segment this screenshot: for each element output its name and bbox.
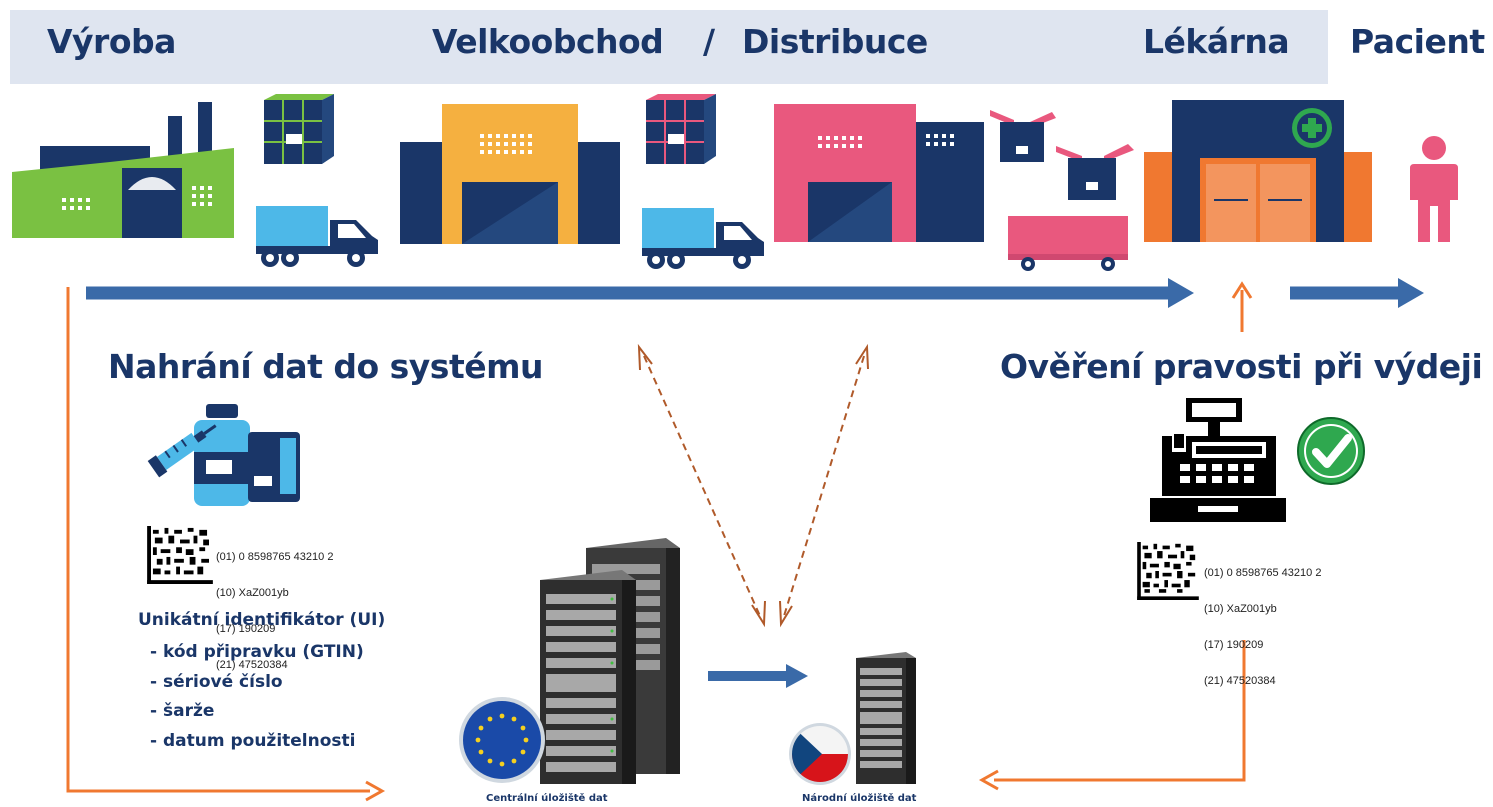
- server-rack-icon: [856, 652, 916, 784]
- delivery-truck-icon: [256, 206, 378, 267]
- code-line: (21) 47520384: [1204, 675, 1276, 687]
- code-line: (01) 0 8598765 43210 2: [216, 551, 334, 563]
- warehouse-icon: [774, 104, 984, 242]
- datamatrix-code: [147, 526, 213, 584]
- stage-manufacturing-label: Výroba: [47, 22, 176, 61]
- cash-register-icon: [1150, 398, 1286, 522]
- czech-flag-icon: [789, 723, 851, 785]
- list-item: - kód připravku (GTIN): [150, 642, 364, 662]
- national-storage-label: Národní úložiště dat: [802, 793, 917, 804]
- vaccine-medicine-icon: [147, 404, 300, 506]
- pallet-boxes-icon: [646, 94, 716, 164]
- upload-section-title: Nahrání dat do systému: [108, 347, 543, 386]
- code-line: (01) 0 8598765 43210 2: [1204, 567, 1322, 579]
- delivery-van-icon: [1008, 216, 1128, 271]
- stage-patient-label: Pacient: [1350, 22, 1485, 61]
- stage-distribution-label: Distribuce: [742, 22, 928, 61]
- header-band: [10, 10, 1328, 84]
- stage-pharmacy-label: Lékárna: [1143, 22, 1290, 61]
- pharmacy-building-icon: [1144, 100, 1372, 242]
- open-box-icon: [1056, 144, 1134, 200]
- code-line: (10) XaZ001yb: [1204, 603, 1277, 615]
- stage-separator: /: [703, 22, 715, 61]
- verification-section-title: Ověření pravosti při výdeji: [1000, 347, 1483, 386]
- code-line: (21) 47520384: [216, 659, 288, 671]
- delivery-truck-icon: [642, 208, 764, 269]
- stage-wholesale-label: Velkoobchod: [432, 22, 664, 61]
- server-rack-icon: [540, 570, 636, 784]
- datamatrix-code: [1137, 542, 1199, 600]
- code-line: (10) XaZ001yb: [216, 587, 289, 599]
- unique-identifier-list: - kód připravku (GTIN) - sériové číslo -…: [150, 642, 364, 760]
- checkmark-icon: [1297, 417, 1365, 485]
- unique-identifier-title: Unikátní identifikátor (UI): [138, 610, 386, 630]
- verification-code-list: (01) 0 8598765 43210 2 (10) XaZ001yb (17…: [1204, 543, 1321, 699]
- list-item: - šarže: [150, 701, 215, 721]
- eu-flag-icon: [459, 697, 545, 783]
- pallet-boxes-icon: [264, 94, 334, 164]
- person-icon: [1410, 136, 1458, 242]
- code-line: (17) 190209: [216, 623, 276, 635]
- list-item: - datum použitelnosti: [150, 730, 356, 751]
- open-box-icon: [990, 110, 1056, 162]
- code-line: (17) 190209: [1204, 639, 1264, 651]
- warehouse-icon: [400, 104, 620, 244]
- central-storage-label: Centrální úložiště dat: [486, 793, 608, 804]
- upload-code-list: (01) 0 8598765 43210 2 (10) XaZ001yb (17…: [216, 527, 333, 683]
- list-item: - sériové číslo: [150, 671, 283, 692]
- factory-icon: [12, 102, 234, 238]
